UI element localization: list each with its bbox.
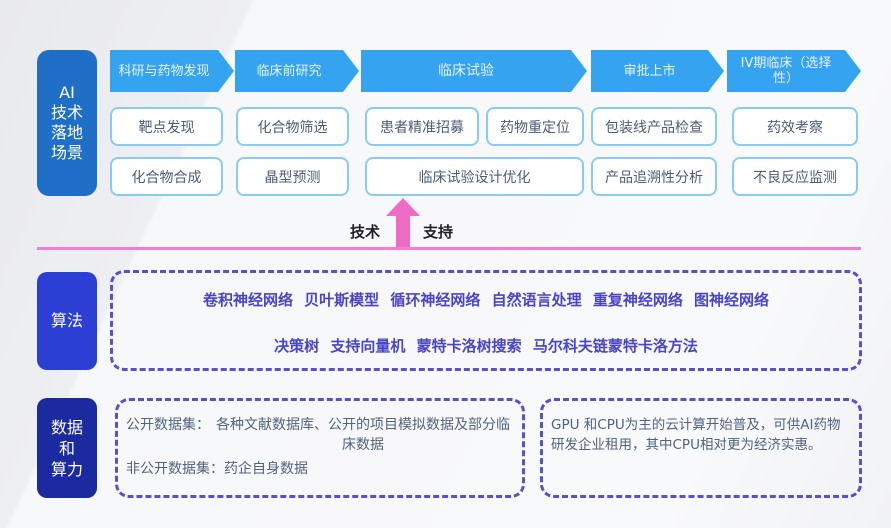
scene-box: 晶型预测 [236, 157, 349, 196]
scene-box: 不良反应监测 [732, 157, 858, 196]
public-dataset: 公开数据集： 各种文献数据库、公开的项目模拟数据及部分临床数据 [126, 415, 516, 455]
private-dataset-label: 非公开数据集： [126, 461, 224, 477]
stage-preclinical: 临床前研究 [235, 50, 359, 92]
data-compute-label: 数据 和 算力 [37, 398, 97, 498]
scene-box: 化合物合成 [110, 157, 223, 196]
support-label-right: 支持 [423, 223, 454, 241]
up-arrow-icon [386, 198, 420, 248]
scene-box: 药物重定位 [486, 107, 584, 146]
private-dataset: 非公开数据集：药企自身数据 [126, 459, 308, 479]
algorithms-line-2: 决策树 支持向量机 蒙特卡洛树搜索 马尔科夫链蒙特卡洛方法 [274, 337, 698, 355]
private-dataset-text: 药企自身数据 [224, 461, 308, 477]
support-label-left: 技术 [350, 223, 381, 241]
scene-box: 药效考察 [732, 107, 858, 146]
scene-box: 患者精准招募 [365, 107, 479, 146]
algorithms-box: 卷积神经网络 贝叶斯模型 循环神经网络 自然语言处理 重复神经网络 图神经网络 … [110, 270, 862, 371]
stage-approval: 审批上市 [591, 50, 724, 92]
algorithms-label: 算法 [37, 272, 97, 370]
compute-box: GPU 和CPU为主的云计算开始普及，可供AI药物研发企业租用，其中CPU相对更… [540, 398, 862, 498]
scene-box: 包装线产品检查 [591, 107, 717, 146]
stage-phase-iv: IV期临床（选择性） [727, 50, 861, 92]
datasets-box: 公开数据集： 各种文献数据库、公开的项目模拟数据及部分临床数据 非公开数据集：药企… [115, 398, 525, 498]
scene-box: 靶点发现 [110, 107, 223, 146]
divider-line [37, 247, 861, 250]
scene-box: 产品追溯性分析 [591, 157, 717, 196]
compute-text: GPU 和CPU为主的云计算开始普及，可供AI药物研发企业租用，其中CPU相对更… [551, 417, 841, 453]
scene-box: 化合物筛选 [236, 107, 349, 146]
algorithms-line-1: 卷积神经网络 贝叶斯模型 循环神经网络 自然语言处理 重复神经网络 图神经网络 [202, 291, 770, 309]
stage-discovery: 科研与药物发现 [110, 50, 234, 92]
public-dataset-label: 公开数据集： [126, 417, 210, 433]
scene-box: 临床试验设计优化 [365, 157, 584, 196]
ai-scenes-label: AI 技术 落地 场景 [37, 50, 97, 196]
stage-clinical-trial: 临床试验 [361, 50, 587, 92]
public-dataset-text: 各种文献数据库、公开的项目模拟数据及部分临床数据 [216, 417, 510, 453]
